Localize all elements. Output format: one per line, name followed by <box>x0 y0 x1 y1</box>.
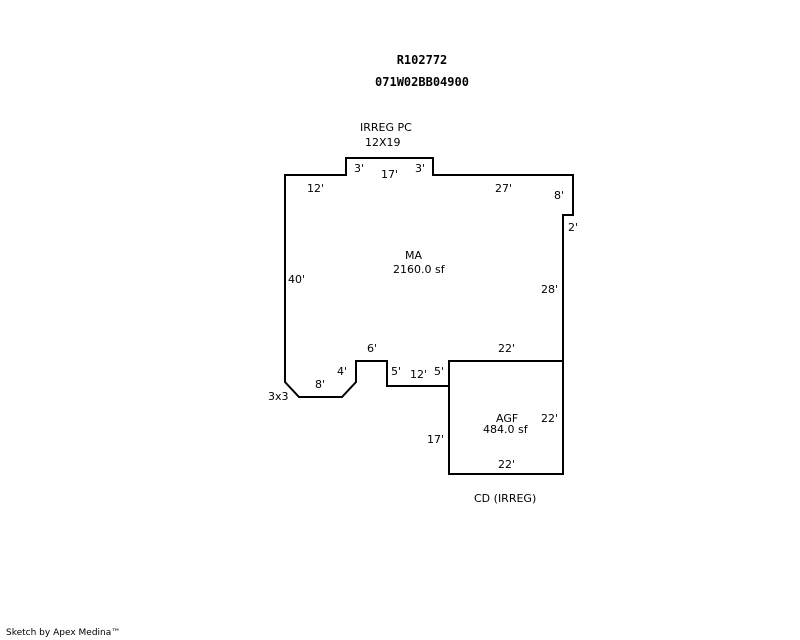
dim-bottom-mid: 12' <box>410 368 427 381</box>
dim-agf-left-top: 5' <box>434 365 444 378</box>
floor-plan-sketch: IRREG PC 12X19 MA 2160.0 sf AGF 484.0 sf… <box>268 121 578 505</box>
agf-label: AGF <box>496 412 518 425</box>
dim-notch-left: 4' <box>337 365 347 378</box>
dim-pc-top: 17' <box>381 168 398 181</box>
sketch-credit: Sketch by Apex Medina™ <box>6 628 121 638</box>
irreg-pc-size: 12X19 <box>365 136 401 149</box>
dim-notch-right: 5' <box>391 365 401 378</box>
agf-area: 484.0 sf <box>483 423 529 436</box>
dim-ma-top-left: 12' <box>307 182 324 195</box>
irreg-pc-label: IRREG PC <box>360 121 412 134</box>
ma-area: 2160.0 sf <box>393 263 446 276</box>
corner-label: 3x3 <box>268 390 289 403</box>
dim-ma-step-down: 2' <box>568 221 578 234</box>
dim-ma-step: 8' <box>554 189 564 202</box>
dim-ma-top-right: 27' <box>495 182 512 195</box>
dim-pc-left: 3' <box>354 162 364 175</box>
dim-ma-left: 40' <box>288 273 305 286</box>
dim-bottom-left: 8' <box>315 378 325 391</box>
parcel-number: 071W02BB04900 <box>375 75 469 89</box>
dim-agf-right: 22' <box>541 412 558 425</box>
agf-outline <box>448 360 564 475</box>
dim-ma-right: 28' <box>541 283 558 296</box>
dim-pc-right: 3' <box>415 162 425 175</box>
account-number: R102772 <box>396 53 448 67</box>
cd-label: CD (IRREG) <box>474 492 536 505</box>
ma-label: MA <box>405 249 422 262</box>
dim-notch-top: 6' <box>367 342 377 355</box>
dim-agf-left: 17' <box>427 433 444 446</box>
dim-agf-top: 22' <box>498 342 515 355</box>
dim-agf-bottom: 22' <box>498 458 515 471</box>
